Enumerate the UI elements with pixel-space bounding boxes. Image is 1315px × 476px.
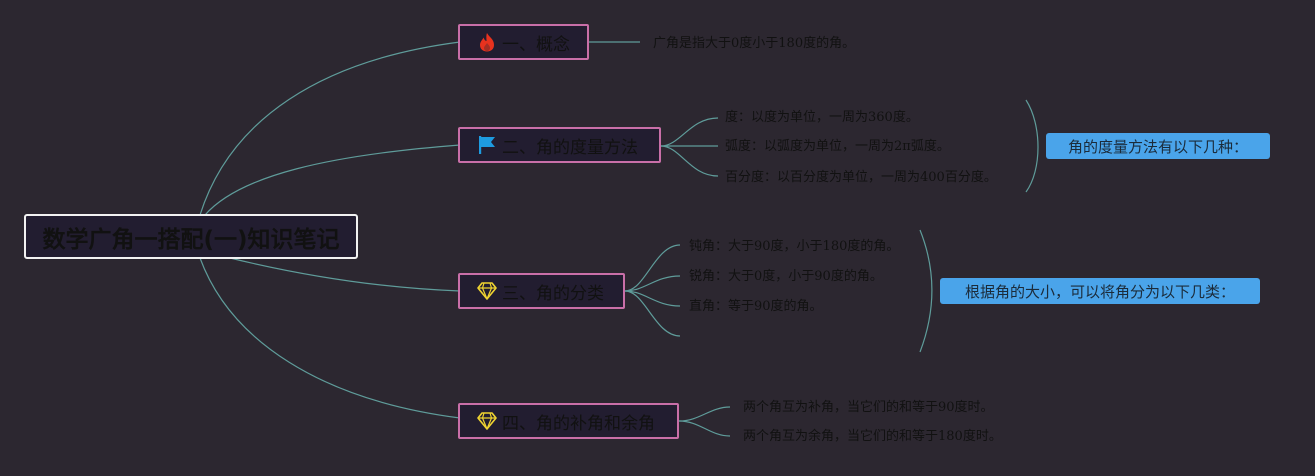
branch3-brace [919,229,933,353]
branch4-link-1 [678,406,731,422]
leaf-concept-definition: 广角是指大于0度小于180度的角。 [653,36,856,51]
branch3-link-2 [624,275,681,292]
fire-icon [476,31,498,53]
branch-label: 一、概念 [502,34,570,55]
leaf-supplementary: 两个角互为补角，当它们的和等于90度时。 [743,400,994,415]
branch-node-concept[interactable]: 一、概念 [458,24,589,60]
root-link-4 [199,257,461,419]
leaf-measurement-gradian: 百分度：以百分度为单位，一周为400百分度。 [725,170,997,185]
branch-node-supplementary-complementary[interactable]: 四、角的补角和余角 [458,403,679,439]
branch-label: 三、角的分类 [502,283,604,304]
summary-label: 角的度量方法有以下几种： [1067,137,1248,156]
branch-label: 二、角的度量方法 [502,137,638,158]
root-link-1 [199,41,461,216]
branch-node-measurement[interactable]: 二、角的度量方法 [458,127,661,163]
root-link-3 [229,257,461,292]
branch3-link-1 [624,244,681,292]
root-link-2 [204,144,461,216]
leaf-complementary: 两个角互为余角，当它们的和等于180度时。 [743,429,1002,444]
root-node[interactable]: 数学广角一搭配(一)知识笔记 [24,214,358,259]
branch3-link-4 [624,290,681,337]
leaf-classification-obtuse: 钝角：大于90度，小于180度的角。 [689,239,900,254]
branch2-brace [1025,99,1039,193]
branch-label: 四、角的补角和余角 [502,413,655,434]
leaf-measurement-radian: 弧度：以弧度为单位，一周为2π弧度。 [725,139,950,154]
leaf-classification-right: 直角：等于90度的角。 [689,299,823,314]
branch2-link-3 [660,145,719,177]
diamond-icon [476,410,498,432]
diamond-icon [476,280,498,302]
root-title: 数学广角一搭配(一)知识笔记 [42,226,340,253]
summary-measurement[interactable]: 角的度量方法有以下几种： [1046,133,1270,159]
summary-classification[interactable]: 根据角的大小，可以将角分为以下几类： [940,278,1260,304]
summary-label: 根据角的大小，可以将角分为以下几类： [964,282,1235,301]
leaf-classification-acute: 锐角：大于0度，小于90度的角。 [689,269,883,284]
flag-icon [476,134,498,156]
branch-node-classification[interactable]: 三、角的分类 [458,273,625,309]
branch2-link-1 [660,117,719,147]
branch4-link-2 [678,420,731,437]
leaf-measurement-degree: 度：以度为单位，一周为360度。 [725,110,919,125]
